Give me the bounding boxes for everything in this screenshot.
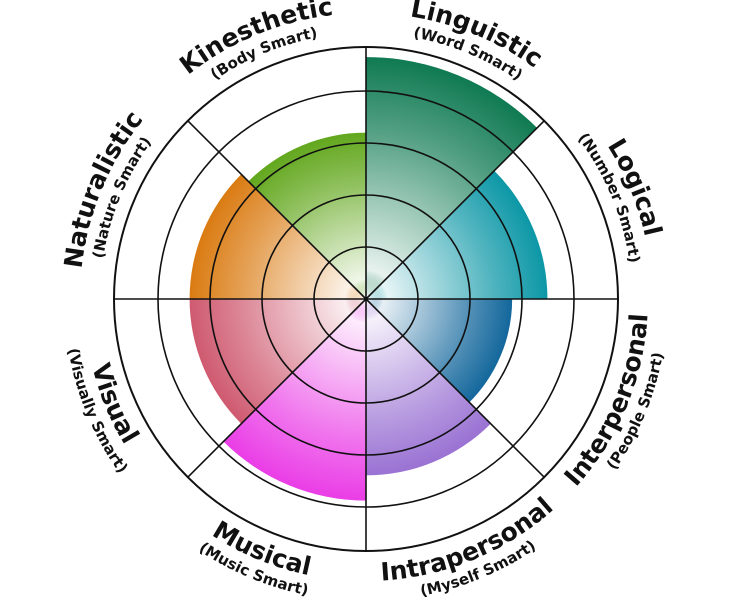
divider-line-4	[365, 298, 545, 478]
sector-naturalistic	[189, 174, 366, 299]
sector-logical	[366, 170, 548, 299]
sector-interpersonal	[366, 299, 513, 403]
sector-linguistic	[366, 57, 538, 299]
sector-kinesthetic	[248, 132, 366, 299]
sector-intrapersonal	[366, 299, 491, 476]
sector-layer	[189, 57, 548, 501]
divider-line-2	[365, 120, 545, 300]
grid-layer	[113, 46, 619, 552]
divider-line-8	[187, 120, 367, 300]
divider-line-6	[187, 298, 367, 478]
sector-visual	[189, 299, 366, 424]
